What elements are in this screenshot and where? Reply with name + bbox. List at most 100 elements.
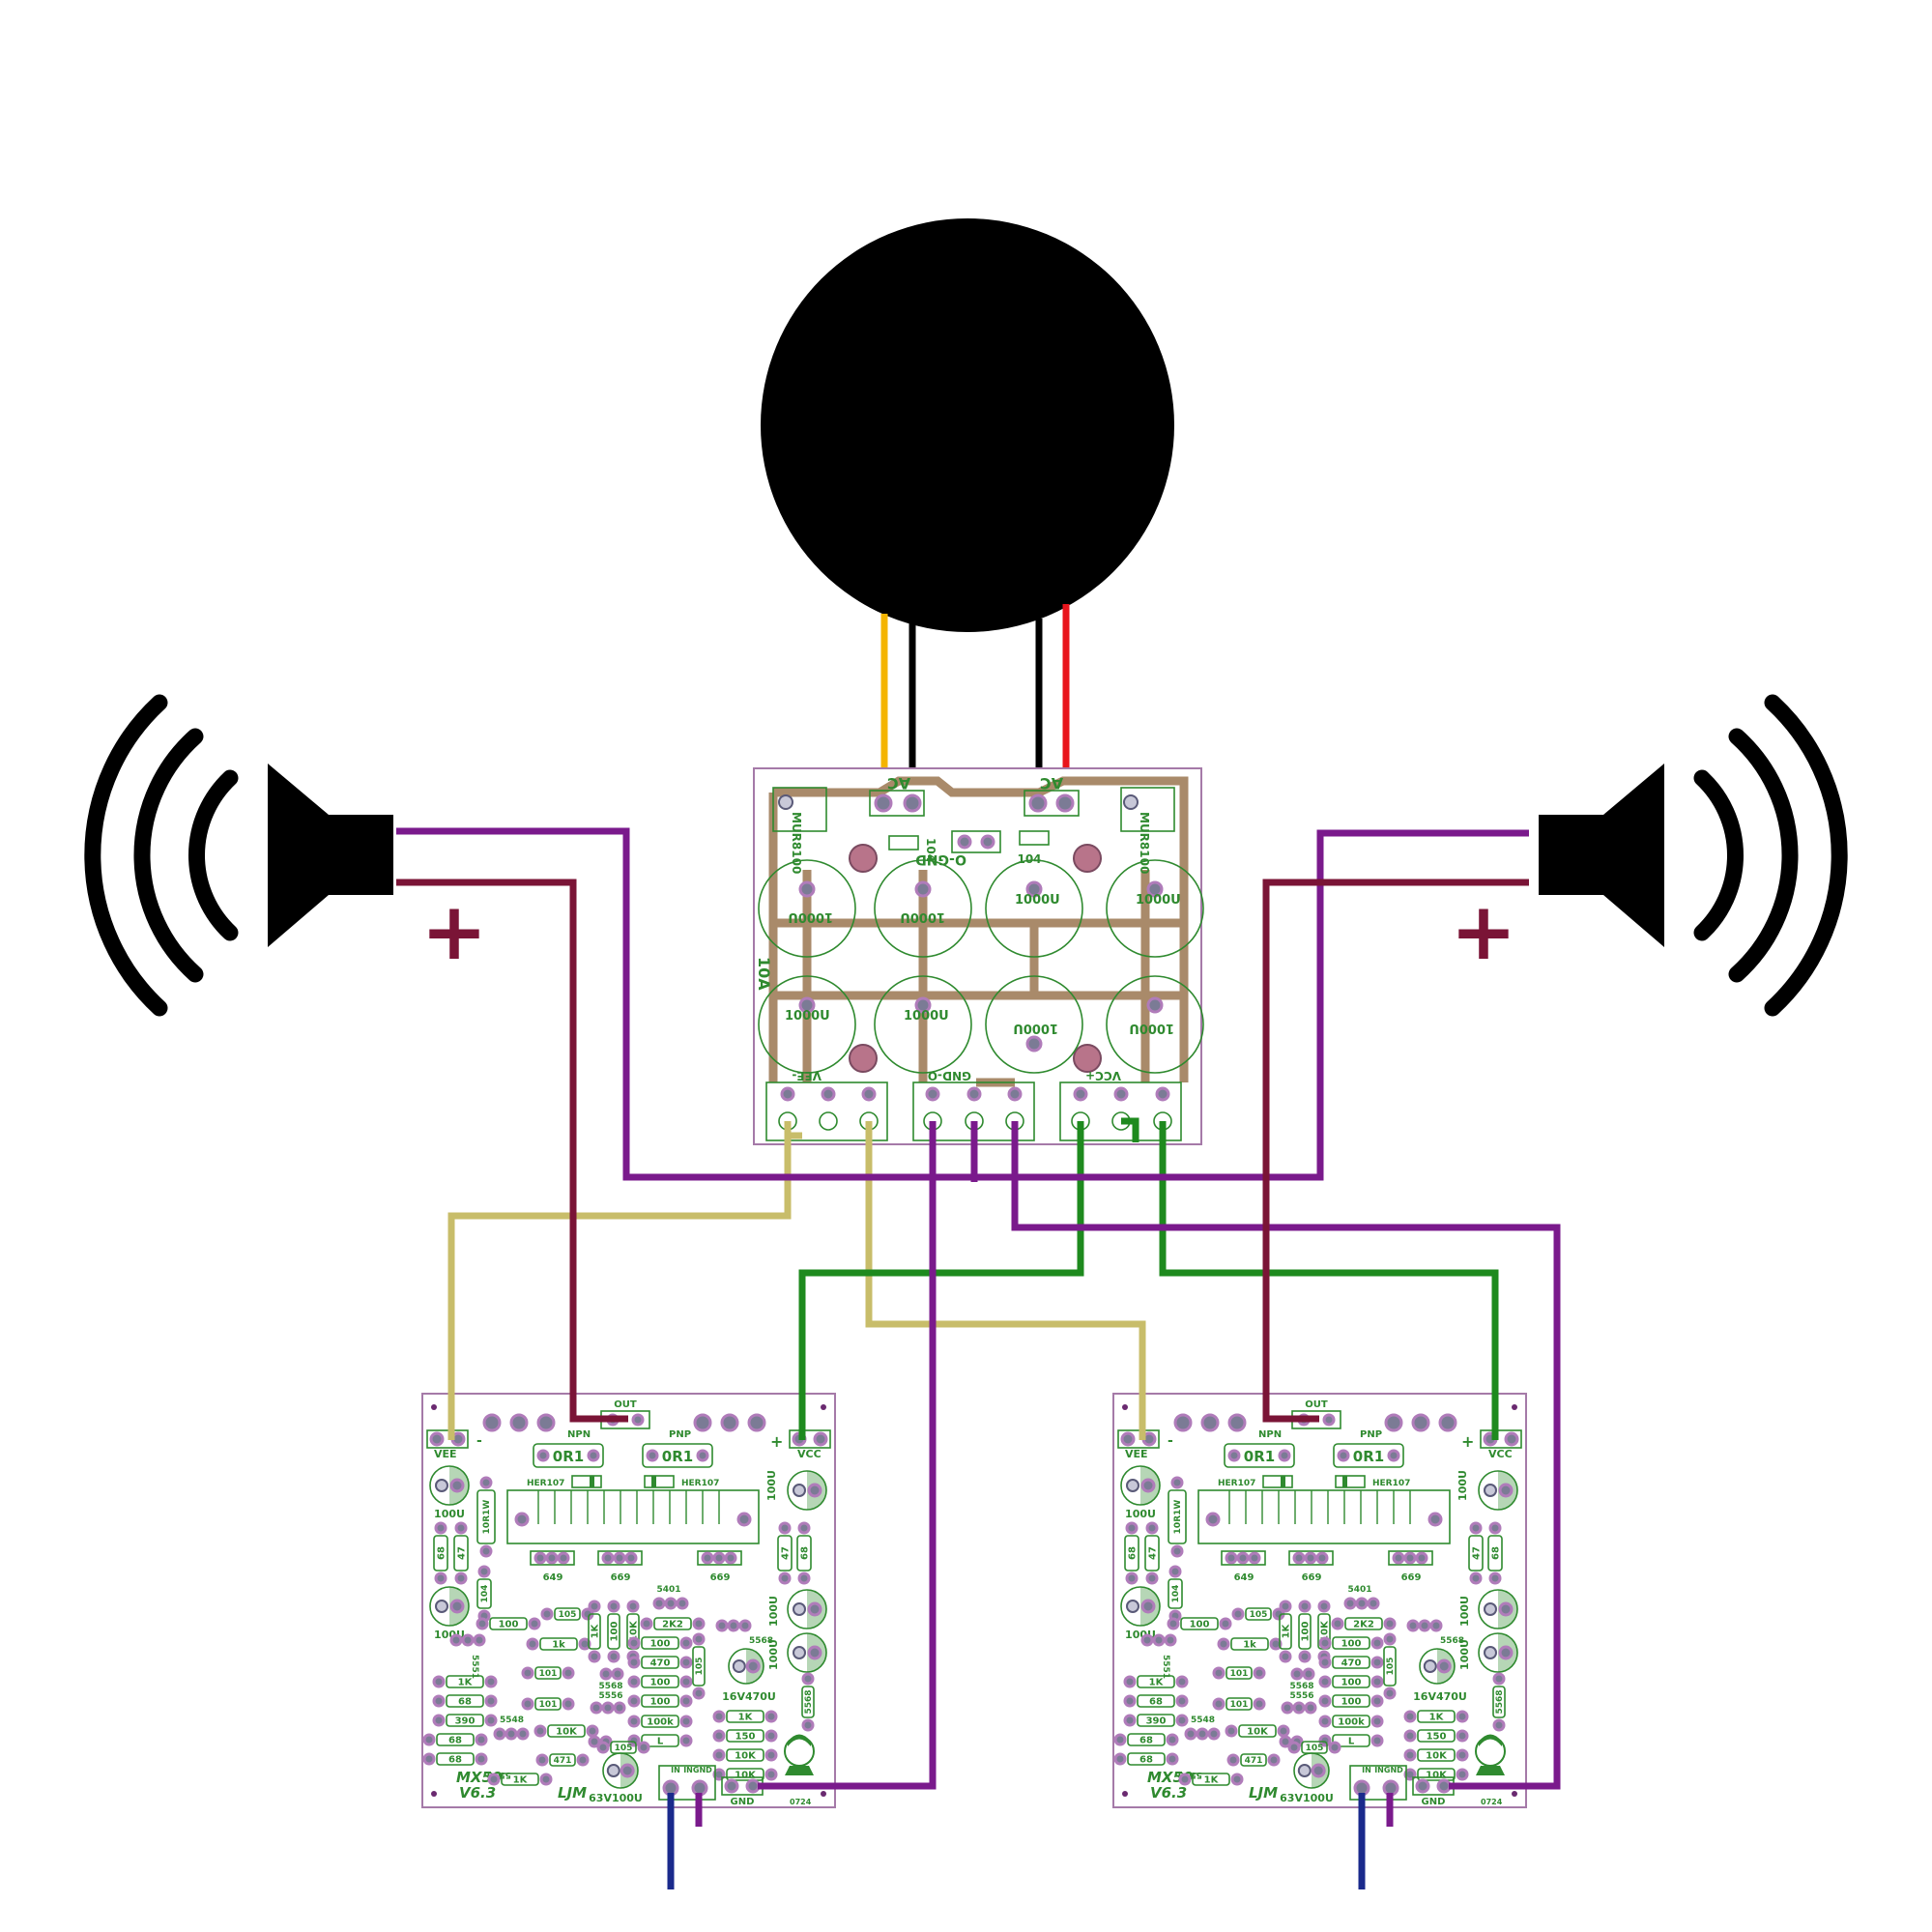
amp-silk-label: 105 — [1306, 1744, 1324, 1753]
left-speaker-plus: + — [421, 886, 488, 978]
amp-npn-label: NPN — [567, 1429, 591, 1440]
amp-in-label: IN — [671, 1766, 680, 1774]
wire-vee-right — [865, 1121, 1146, 1440]
amp-plus-label: + — [1461, 1432, 1474, 1451]
amp-silk-label: 68 — [1139, 1754, 1153, 1765]
psu-cap-top-1: 1000U — [788, 909, 833, 924]
amp-silk-label: 470 — [1341, 1658, 1362, 1668]
amp-t669b: 669 — [710, 1572, 731, 1583]
ljm-logo-icon — [784, 1734, 815, 1775]
amp-t5568: 5568 — [1289, 1682, 1313, 1691]
speaker-icon — [84, 694, 393, 1017]
amp-code-label: 0724 — [1481, 1798, 1503, 1806]
amp-t669a: 669 — [611, 1572, 631, 1583]
amp-silk-label: 100U — [1456, 1470, 1469, 1501]
amp-0r1-right: 0R1 — [662, 1448, 693, 1465]
amp-her107-right: HER107 — [1372, 1479, 1410, 1488]
psu-cap-top-3: 1000U — [1015, 893, 1060, 908]
amp-version: V6.3 — [1150, 1784, 1187, 1802]
amp-silk-label: 10K — [1426, 1750, 1448, 1761]
amp-0r1-left: 0R1 — [1244, 1448, 1275, 1465]
amp-silk-label: 68 — [1149, 1696, 1163, 1707]
amp-silk-label: 105 — [1386, 1658, 1396, 1676]
amp-t5556: 5556 — [1289, 1691, 1313, 1701]
amp-silk-label: 471 — [1245, 1756, 1263, 1766]
amp-silk-label: 100U — [767, 1596, 780, 1627]
wires — [396, 827, 1561, 1889]
psu-104-right: 104 — [1017, 852, 1041, 866]
amp-silk-label: 47 — [1147, 1546, 1158, 1560]
amp-silk-label: 105 — [695, 1658, 705, 1676]
amp-silk-label: 47 — [780, 1546, 791, 1560]
amp-silk-label: 63V100U — [589, 1792, 643, 1804]
amp-silk-label: 5568 — [1495, 1689, 1505, 1714]
psu-mur-right: MUR8100 — [1138, 812, 1151, 874]
amp-silk-label: 104 — [1171, 1585, 1181, 1603]
psu-cap-bottom-1: 1000U — [785, 1009, 830, 1024]
amp-silk-label: 100 — [650, 1677, 671, 1687]
amp-silk-label: 1K — [590, 1623, 600, 1638]
wire-vcc-right — [1159, 1121, 1499, 1440]
amp-ingnd-label: INGND — [683, 1766, 712, 1774]
amp-silk-label: 68 — [458, 1696, 472, 1707]
amp-silk-label: 10K — [1426, 1770, 1448, 1780]
amp-silk-label: L — [657, 1736, 664, 1746]
amp-t5556: 5556 — [598, 1691, 622, 1701]
amp-silk-label: 100 — [1341, 1696, 1362, 1707]
psu-104-left: 104 — [924, 838, 937, 862]
psu-board-label: 10A — [755, 957, 773, 991]
amp-her107-left: HER107 — [1218, 1479, 1255, 1488]
amp-silk-label: 100U — [765, 1470, 778, 1501]
psu-cap-top-4: 1000U — [1136, 893, 1181, 908]
amp-vee-label: VEE — [1125, 1448, 1148, 1460]
amp-silk-label: 390 — [455, 1716, 476, 1726]
amp-silk-label: 10K — [735, 1750, 757, 1761]
amp-plus-label: + — [770, 1432, 783, 1451]
amp-minus-label: - — [1168, 1433, 1173, 1449]
amp-silk-label: 16V470U — [722, 1690, 776, 1703]
amp-silk-label: 470 — [650, 1658, 671, 1668]
amp-silk-label: 100 — [1190, 1619, 1210, 1629]
amp-silk-label: 101 — [1230, 1700, 1249, 1710]
psu-capacitors: 1000U 1000U 1000U 1000U 1000U 1000U 1000… — [758, 859, 1204, 1074]
left-speaker: + — [84, 694, 488, 1017]
psu-ac-right-label: AC — [1040, 774, 1063, 793]
amp-silk-label: 100U — [767, 1639, 780, 1670]
transformer — [761, 218, 1174, 800]
amp-t5551: 5551 — [470, 1655, 479, 1679]
amp-gnd-label: GND — [731, 1797, 755, 1807]
right-speaker-plus: + — [1451, 886, 1517, 978]
amp-silk-label: 100 — [1341, 1677, 1362, 1687]
amp-in-label: IN — [1362, 1766, 1371, 1774]
amp-silk-label: 105 — [615, 1744, 633, 1753]
amp-silk-label: 1k — [552, 1639, 565, 1650]
amp-silk-label: 100U — [1125, 1508, 1156, 1520]
amp-t5401: 5401 — [656, 1585, 680, 1595]
amp-t5568-b: 5568 — [1440, 1636, 1464, 1646]
psu-vee-label: VEE- — [792, 1069, 822, 1082]
amp-t649: 649 — [1234, 1572, 1254, 1583]
amp-silk-label: 105 — [1250, 1610, 1268, 1620]
amp-vee-label: VEE — [434, 1448, 457, 1460]
amp-silk-label: 68 — [448, 1735, 462, 1745]
amp-silk-label: 10K — [1247, 1726, 1269, 1737]
psu-cap-top-2: 1000U — [900, 909, 945, 924]
amp-0r1-right: 0R1 — [1353, 1448, 1384, 1465]
amp-silk-label: 68 — [436, 1546, 447, 1560]
amp-silk-label: L — [1348, 1736, 1355, 1746]
psu-ogno-label: O-GND — [915, 851, 966, 867]
amp-t669b: 669 — [1401, 1572, 1422, 1583]
amp-silk-label: 10K — [556, 1726, 578, 1737]
amp-silk-label: 104 — [480, 1585, 490, 1603]
amp-silk-label: 5568 — [804, 1689, 814, 1714]
psu-mur-left: MUR8100 — [790, 812, 803, 874]
amp-t5568-b: 5568 — [749, 1636, 773, 1646]
amp-brand: LJM — [558, 1784, 587, 1802]
amp-silk-label: 150 — [1427, 1731, 1447, 1742]
amp-silk-label: 68 — [1490, 1546, 1501, 1560]
amp-silk-label: 68 — [799, 1546, 810, 1560]
amp-silk-label: 47 — [1471, 1546, 1482, 1560]
amp-silk-label: 101 — [539, 1669, 558, 1679]
